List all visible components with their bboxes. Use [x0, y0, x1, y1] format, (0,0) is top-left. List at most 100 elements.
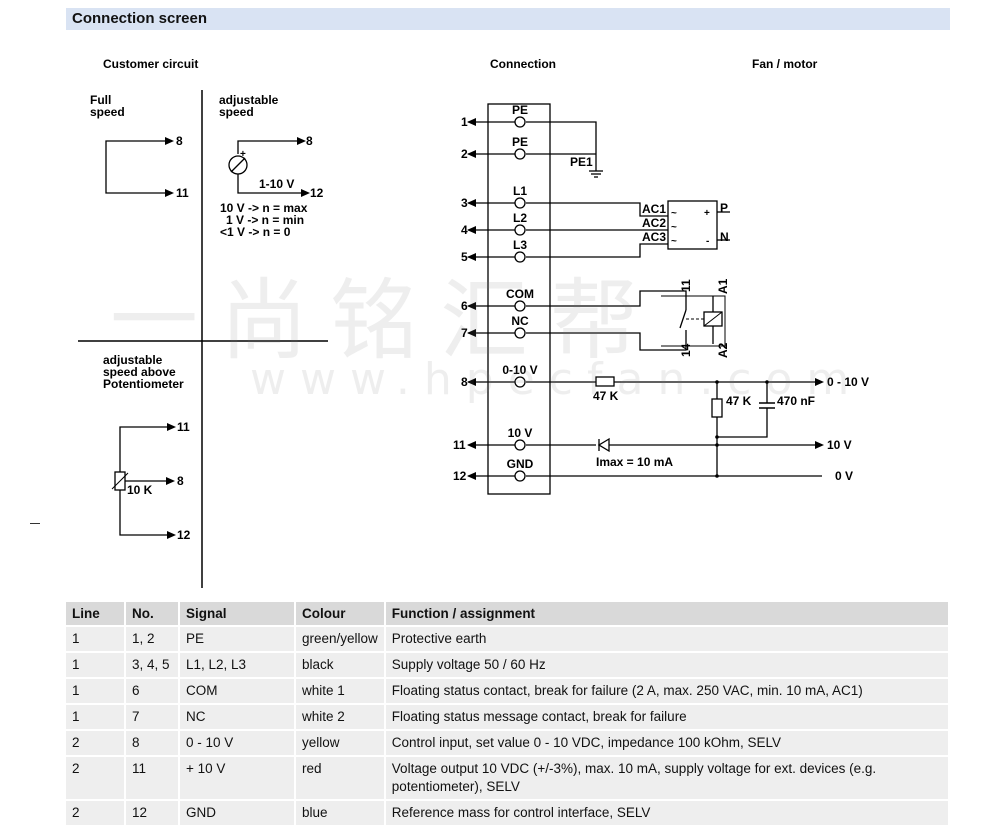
page-title: Connection screen — [72, 10, 208, 27]
terminal-arrow — [467, 199, 476, 207]
potentiometer-circuit: adjustable speed above Potentiometer 11 … — [103, 353, 191, 542]
terminal-screw — [514, 251, 526, 263]
full-speed-terminal-8: 8 — [176, 134, 183, 148]
terminal-screw — [514, 439, 526, 451]
pot-terminal-12: 12 — [177, 528, 191, 542]
relay-a2: A2 — [716, 342, 730, 358]
terminal-label: 10 V — [508, 426, 533, 440]
terminal-label: 0-10 V — [502, 363, 537, 377]
terminal-label: COM — [506, 287, 534, 301]
cell-signal: PE — [179, 626, 296, 653]
pe-ground: PE1 — [526, 121, 603, 178]
series-resistor — [595, 376, 615, 387]
pot-label-1: adjustable — [103, 353, 163, 367]
cell-signal: GND — [179, 800, 296, 827]
terminal-arrow — [467, 378, 476, 386]
pin-assignment-table: Line No. Signal Colour Function / assign… — [66, 602, 951, 827]
adjustable-voltage: 1-10 V — [259, 177, 294, 191]
relay-pin-11: 11 — [679, 279, 693, 292]
terminal-label: PE — [512, 103, 528, 117]
cell-function: Protective earth — [384, 626, 951, 653]
cell-colour: black — [295, 652, 386, 679]
adjustable-terminal-12: 12 — [310, 186, 324, 200]
ac2-label: AC2 — [642, 216, 666, 230]
rect-p: P — [720, 201, 728, 215]
cell-no: 6 — [125, 678, 180, 705]
pe1-label: PE1 — [570, 155, 593, 169]
terminal-screw — [514, 116, 526, 128]
cell-line: 1 — [66, 626, 126, 653]
pot-label-3: Potentiometer — [103, 377, 184, 391]
table-header-row: Line No. Signal Colour Function / assign… — [66, 602, 951, 627]
relay: 11 14 A1 A2 — [526, 278, 730, 358]
capacitor-label: 470 nF — [777, 394, 815, 408]
terminal-label: NC — [511, 314, 529, 328]
terminal-arrow — [467, 253, 476, 261]
section-connection: Connection — [490, 57, 556, 71]
pot-label-2: speed above — [103, 365, 176, 379]
cell-function: Floating status message contact, break f… — [384, 704, 951, 731]
pot-terminal-11: 11 — [177, 420, 190, 434]
terminal-screw — [514, 470, 526, 482]
cell-line: 2 — [66, 756, 126, 801]
output-0-10v: 0 - 10 V — [827, 375, 869, 389]
ac1-label: AC1 — [642, 202, 666, 216]
section-fan-motor: Fan / motor — [752, 57, 818, 71]
cell-colour: blue — [295, 800, 386, 827]
title-bar: Connection screen — [66, 8, 950, 30]
diode-symbol — [597, 437, 610, 453]
header-colour: Colour — [295, 602, 386, 627]
cell-colour: yellow — [295, 730, 386, 757]
cell-no: 7 — [125, 704, 180, 731]
terminal-arrow — [467, 329, 476, 337]
pot-terminal-8: 8 — [177, 474, 184, 488]
section-customer-circuit: Customer circuit — [103, 57, 198, 71]
terminal-arrow — [467, 441, 476, 449]
header-line: Line — [66, 602, 126, 627]
cell-signal: + 10 V — [179, 756, 296, 801]
terminal-arrow — [467, 226, 476, 234]
rect-plus: + — [704, 208, 710, 219]
cell-signal: NC — [179, 704, 296, 731]
adjustable-speed-label-2: speed — [219, 105, 254, 119]
shunt-resistor-label: 47 K — [726, 394, 752, 408]
full-speed-label-2: speed — [90, 105, 125, 119]
rectifier-box — [667, 200, 718, 250]
cell-function: Supply voltage 50 / 60 Hz — [384, 652, 951, 679]
terminal-arrow — [467, 150, 476, 158]
connection-diagram: Customer circuit Connection Fan / motor … — [78, 57, 869, 588]
relay-a1: A1 — [716, 278, 730, 294]
stray-dash — [30, 523, 40, 524]
terminal-screw — [514, 224, 526, 236]
terminal-number: 1 — [461, 115, 468, 129]
cell-colour: red — [295, 756, 386, 801]
terminal-label: PE — [512, 135, 528, 149]
adjustable-terminal-8: 8 — [306, 134, 313, 148]
control-circuit: 47 K 47 K 470 nF Imax = 10 mA 0 - 10 V 1… — [526, 375, 869, 483]
rect-tilde-1: ~ — [671, 208, 677, 219]
shunt-resistor — [711, 398, 723, 418]
header-no: No. — [125, 602, 180, 627]
cell-no: 3, 4, 5 — [125, 652, 180, 679]
relay-pin-14: 14 — [679, 343, 693, 357]
cell-colour: white 2 — [295, 704, 386, 731]
full-speed-label-1: Full — [90, 93, 111, 107]
output-0v: 0 V — [835, 469, 853, 483]
cell-colour: white 1 — [295, 678, 386, 705]
rect-tilde-3: ~ — [671, 236, 677, 247]
terminal-label: L3 — [513, 238, 527, 252]
terminal-number: 4 — [461, 223, 468, 237]
terminal-screw — [514, 300, 526, 312]
cell-signal: L1, L2, L3 — [179, 652, 296, 679]
terminal-arrow — [467, 118, 476, 126]
header-signal: Signal — [179, 602, 296, 627]
cell-line: 1 — [66, 678, 126, 705]
full-speed-terminal-11: 11 — [176, 186, 189, 200]
terminal-block — [487, 103, 551, 495]
terminal-label: L1 — [513, 184, 527, 198]
